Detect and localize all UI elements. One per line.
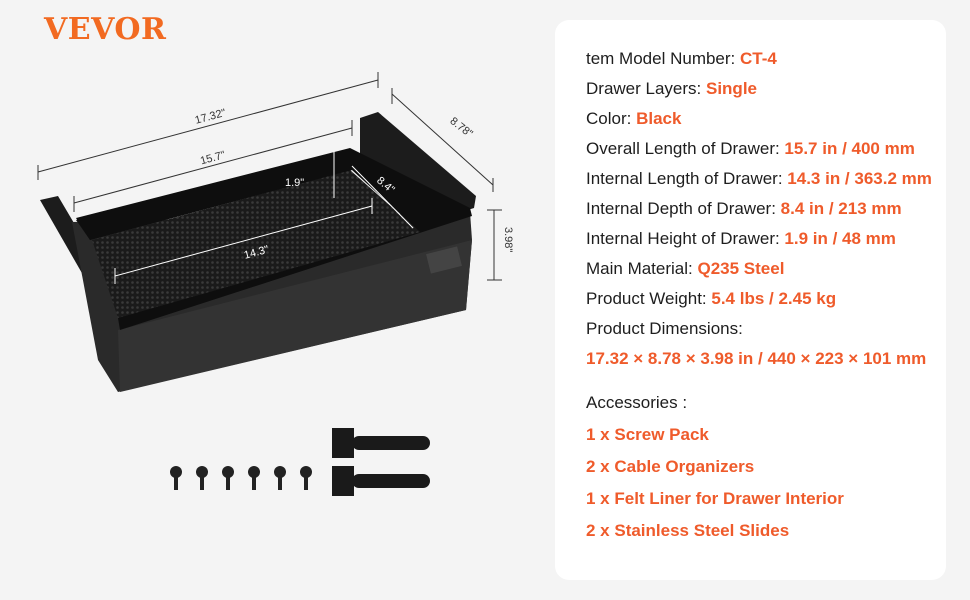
accessory-item: 2 x Stainless Steel Slides (586, 521, 790, 540)
accessories-title: Accessories : (586, 393, 688, 412)
dim-drawer-length: 15.7" (199, 149, 227, 167)
spec-internal-length: Internal Length of Drawer: 14.3 in / 363… (586, 169, 932, 188)
accessory-item: 1 x Screw Pack (586, 425, 709, 444)
dim-inner-height: 1.9" (285, 177, 304, 189)
spec-model: tem Model Number: CT-4 (586, 49, 777, 68)
spec-overall-length: Overall Length of Drawer: 15.7 in / 400 … (586, 139, 915, 158)
drawer-illustration: 17.32" 15.7" 8.78" 1.9" 8.4" 14.3" 3.98" (37, 72, 514, 496)
spec-internal-depth: Internal Depth of Drawer: 8.4 in / 213 m… (586, 199, 902, 218)
spec-card: tem Model Number: CT-4 Drawer Layers: Si… (555, 20, 946, 580)
cable-organizers (332, 428, 430, 496)
spec-internal-height: Internal Height of Drawer: 1.9 in / 48 m… (586, 229, 896, 248)
felt-liner (92, 170, 420, 318)
label-plate (426, 246, 462, 274)
spec-layers: Drawer Layers: Single (586, 79, 757, 98)
spec-dimensions-value: 17.32 × 8.78 × 3.98 in / 440 × 223 × 101… (586, 349, 927, 368)
dim-outer-height: 3.98" (502, 227, 514, 252)
dim-overall-length: 17.32" (194, 107, 228, 127)
spec-dimensions-label: Product Dimensions: (586, 319, 743, 338)
dim-outer-depth: 8.78" (447, 115, 474, 140)
accessory-item: 1 x Felt Liner for Drawer Interior (586, 489, 844, 508)
right-bracket (360, 112, 476, 222)
spec-material: Main Material: Q235 Steel (586, 259, 785, 278)
brand-logo: VEVOR (44, 12, 167, 47)
spec-list: tem Model Number: CT-4 Drawer Layers: Si… (586, 48, 932, 552)
spec-weight: Product Weight: 5.4 lbs / 2.45 kg (586, 289, 837, 308)
screw-pack (170, 466, 312, 490)
spec-color: Color: Black (586, 109, 682, 128)
accessory-item: 2 x Cable Organizers (586, 457, 755, 476)
